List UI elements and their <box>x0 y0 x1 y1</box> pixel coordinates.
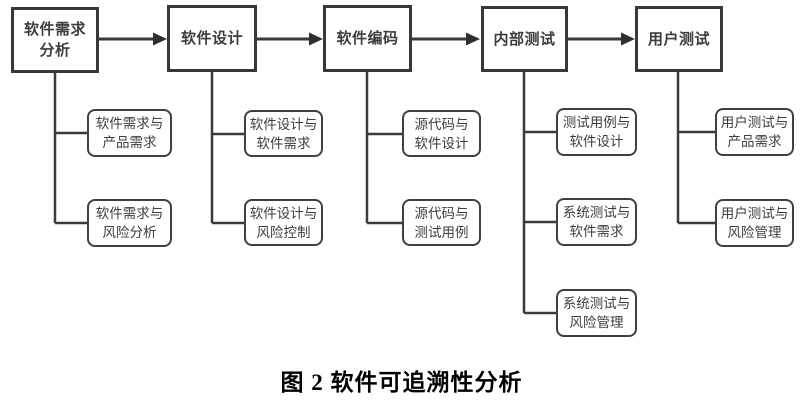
arrow-head-2 <box>309 32 323 46</box>
process-box-software-coding: 软件编码 <box>323 5 412 72</box>
trace-box-design-swreq: 软件设计与 软件需求 <box>244 110 323 157</box>
process-box-requirements-analysis: 软件需求 分析 <box>11 7 99 73</box>
trace-box-swreq-product-req: 软件需求与 产品需求 <box>87 109 172 157</box>
arrow-head-3 <box>466 32 480 46</box>
tree-connectors <box>53 72 715 315</box>
trace-box-design-risk-control: 软件设计与 风险控制 <box>244 199 323 246</box>
arrow-head-4 <box>621 32 635 46</box>
trace-box-usertest-product-req: 用户测试与 产品需求 <box>715 108 794 156</box>
trace-box-testcase-design: 测试用例与 软件设计 <box>556 108 637 156</box>
trace-box-source-testcase: 源代码与 测试用例 <box>402 199 481 246</box>
figure-caption: 图 2 软件可追溯性分析 <box>280 370 523 395</box>
trace-box-usertest-risk-mgmt: 用户测试与 风险管理 <box>715 199 794 247</box>
trace-box-source-design: 源代码与 软件设计 <box>402 110 481 157</box>
process-box-internal-testing: 内部测试 <box>481 6 568 72</box>
arrow-head-1 <box>153 32 167 46</box>
arrow-heads <box>153 32 635 46</box>
trace-box-swreq-risk-analysis: 软件需求与 风险分析 <box>87 199 172 247</box>
trace-box-systest-swreq: 系统测试与 软件需求 <box>556 198 637 246</box>
trace-box-systest-risk-mgmt: 系统测试与 风险管理 <box>556 289 637 337</box>
process-box-software-design: 软件设计 <box>167 5 257 72</box>
process-box-user-testing: 用户测试 <box>635 6 723 72</box>
